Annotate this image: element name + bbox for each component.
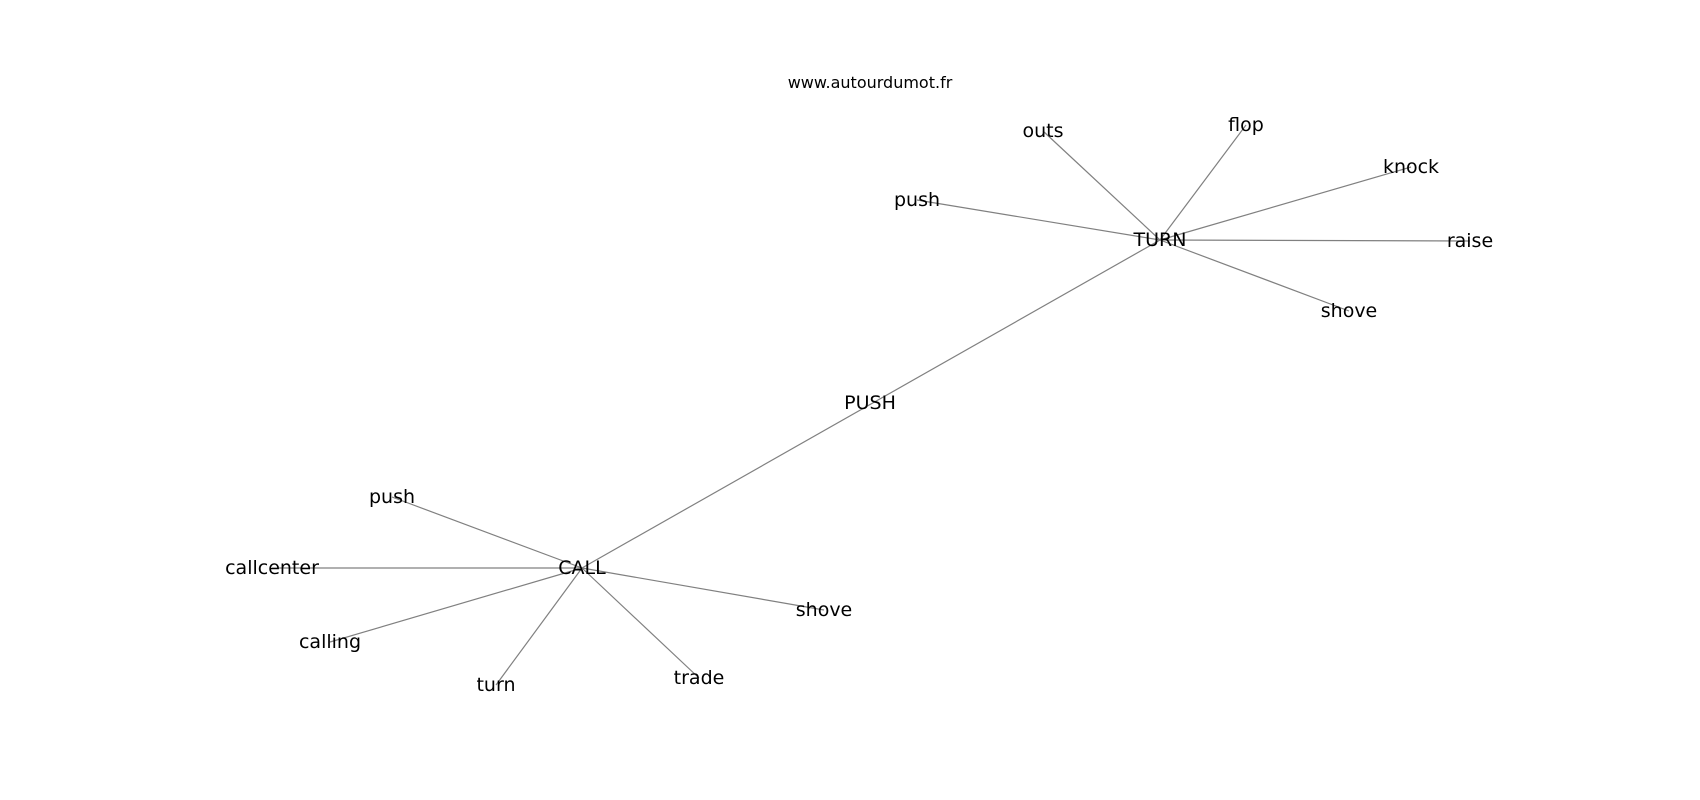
edge-call-hub-call-push [391, 496, 583, 569]
node-turn-outs[interactable]: outs [1022, 120, 1063, 142]
edges-layer [272, 124, 1471, 686]
node-turn-shove[interactable]: shove [1321, 300, 1378, 322]
node-turn-raise[interactable]: raise [1447, 230, 1493, 252]
node-call-hub[interactable]: CALL [558, 557, 606, 579]
watermark: www.autourdumot.fr [788, 73, 953, 92]
edge-turn-hub-turn-knock [1159, 166, 1412, 241]
node-turn-flop[interactable]: flop [1228, 114, 1264, 136]
node-call-callcenter[interactable]: callcenter [225, 557, 319, 579]
node-turn-push[interactable]: push [894, 189, 940, 211]
edge-turn-hub-turn-raise [1159, 239, 1471, 242]
edge-turn-hub-turn-outs [1042, 130, 1161, 241]
node-call-shove[interactable]: shove [796, 599, 853, 621]
edge-call-hub-call-turn [495, 567, 583, 686]
edge-turn-hub-turn-flop [1159, 124, 1247, 241]
node-call-push[interactable]: push [369, 486, 415, 508]
edge-turn-hub-turn-shove [1159, 239, 1350, 312]
edge-call-hub-call-shove [581, 567, 825, 611]
node-call-calling[interactable]: calling [299, 631, 361, 653]
edge-turn-hub-turn-push [916, 199, 1161, 241]
edge-call-hub-call-calling [329, 567, 583, 643]
edge-call-hub-call-trade [581, 567, 700, 679]
nodes-layer: PUSH TURN CALL outs flop knock push raise shove p… [225, 114, 1493, 696]
edge-call-hub-turn-hub [581, 239, 1161, 569]
node-call-trade[interactable]: trade [674, 667, 725, 689]
node-turn-knock[interactable]: knock [1383, 156, 1439, 178]
node-push-center[interactable]: PUSH [844, 392, 896, 414]
node-call-turn[interactable]: turn [476, 674, 515, 696]
node-turn-hub[interactable]: TURN [1133, 229, 1187, 251]
